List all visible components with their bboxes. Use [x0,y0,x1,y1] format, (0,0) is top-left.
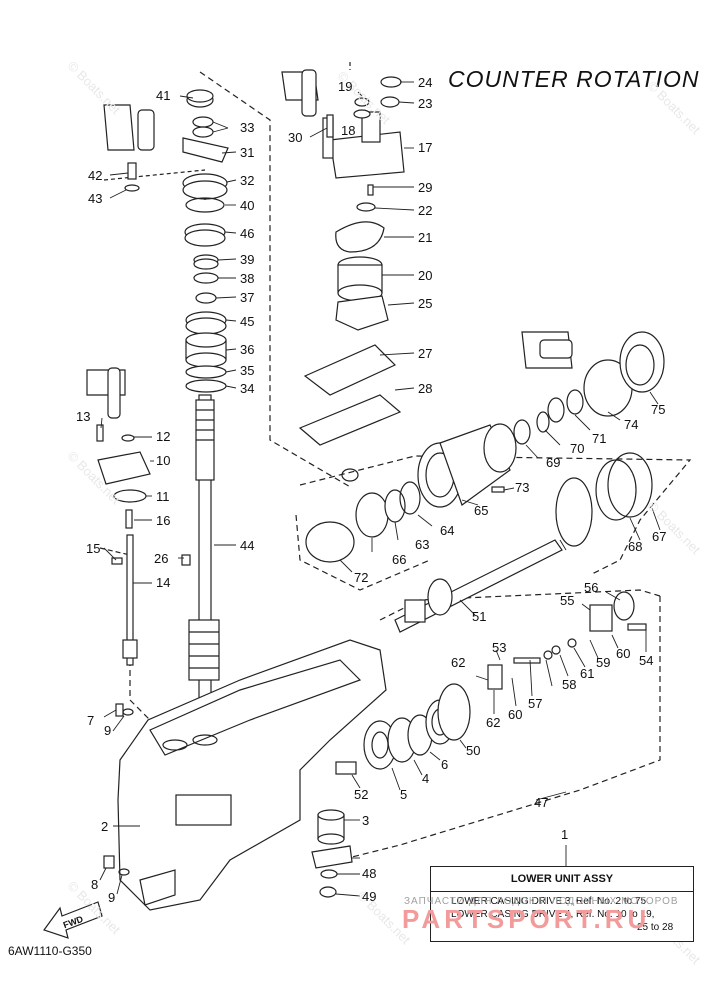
box-line-2: LOWER CASING DRIVE 4, Ref. No. 10 to 19, [451,909,655,920]
callout-68: 68 [628,539,643,554]
russian-watermark: ЗАПЧАСТИ ДЛЯ ЛОДОК И ЛОДОЧНЫХ МОТОРОВ [404,896,679,907]
callout-39: 39 [240,252,255,267]
callout-61: 61 [580,666,595,681]
callout-3: 3 [362,813,370,828]
callout-21: 21 [418,230,433,245]
callout-59: 59 [596,655,611,670]
callout-18: 18 [341,123,356,138]
callout-15: 15 [86,541,101,556]
callout-72: 72 [354,570,369,585]
callout-73: 73 [515,480,530,495]
callout-49: 49 [362,889,377,904]
callout-17: 17 [418,140,433,155]
callout-70: 70 [570,441,585,456]
callout-1: 1 [561,827,569,842]
callout-44: 44 [240,538,255,553]
callout-24: 24 [418,75,433,90]
callout-35: 35 [240,363,255,378]
shop-watermark: PARTSPORT.RU [402,904,651,934]
callout-30: 30 [288,130,303,145]
callout-40: 40 [240,198,255,213]
callout-54: 54 [639,653,654,668]
callout-25: 25 [418,296,433,311]
callout-51: 51 [472,609,487,624]
callout-63: 63 [415,537,430,552]
callout-6: 6 [441,757,449,772]
callout-27: 27 [418,346,433,361]
box-line-1: LOWER CASING DRIVE 3, Ref. No. 2 to 75 [451,896,647,907]
callout-52: 52 [354,787,369,802]
callout-65: 65 [474,503,489,518]
callout-55: 55 [560,593,575,608]
callout-74: 74 [624,417,639,432]
callout-34: 34 [240,381,255,396]
lower-unit-assy-box: LOWER UNIT ASSY LOWER CASING DRIVE 3, Re… [430,866,694,942]
callout-75: 75 [651,402,666,417]
callout-16: 16 [156,513,171,528]
fwd-arrow-icon [43,901,103,939]
callout-42: 42 [88,168,103,183]
callout-62b: 62 [486,715,501,730]
callout-50: 50 [466,743,481,758]
callout-58a: 58 [562,677,577,692]
callout-20: 20 [418,268,433,283]
diagram-title: COUNTER ROTATION [448,66,700,92]
callout-60b: 60 [508,707,523,722]
callout-19: 19 [338,79,353,94]
callout-47: 47 [534,795,549,810]
callout-43: 43 [88,191,103,206]
callout-7: 7 [87,713,95,728]
callout-26: 26 [154,551,169,566]
callout-64: 64 [440,523,455,538]
callout-31: 31 [240,145,255,160]
callout-9: 9 [104,723,112,738]
callout-28: 28 [418,381,433,396]
callout-41: 41 [156,88,171,103]
callout-71: 71 [592,431,607,446]
callout-23: 23 [418,96,433,111]
callout-33: 33 [240,120,255,135]
callout-13: 13 [76,409,91,424]
callout-14: 14 [156,575,171,590]
box-heading: LOWER UNIT ASSY [431,867,693,892]
callout-60a: 60 [616,646,631,661]
callout-69: 69 [546,455,561,470]
callout-45: 45 [240,314,255,329]
box-line-3: 25 to 28 [637,922,674,933]
callout-8: 8 [91,877,99,892]
callout-2: 2 [101,819,109,834]
callout-11: 11 [156,489,170,504]
callout-66: 66 [392,552,407,567]
callout-62a: 62 [451,655,466,670]
callout-32: 32 [240,173,255,188]
callout-56: 56 [584,580,599,595]
callout-12: 12 [156,429,171,444]
callout-67: 67 [652,529,667,544]
callout-22: 22 [418,203,433,218]
callout-9b: 9 [108,890,116,905]
callout-53: 53 [492,640,507,655]
callout-29: 29 [418,180,433,195]
callout-57: 57 [528,696,543,711]
callout-46: 46 [240,226,255,241]
callout-4: 4 [422,771,430,786]
drawing-code: 6AW1110-G350 [8,944,92,958]
callout-36: 36 [240,342,255,357]
callout-10: 10 [156,453,171,468]
callout-48: 48 [362,866,377,881]
callout-37: 37 [240,290,255,305]
callout-38: 38 [240,271,255,286]
callout-5: 5 [400,787,408,802]
